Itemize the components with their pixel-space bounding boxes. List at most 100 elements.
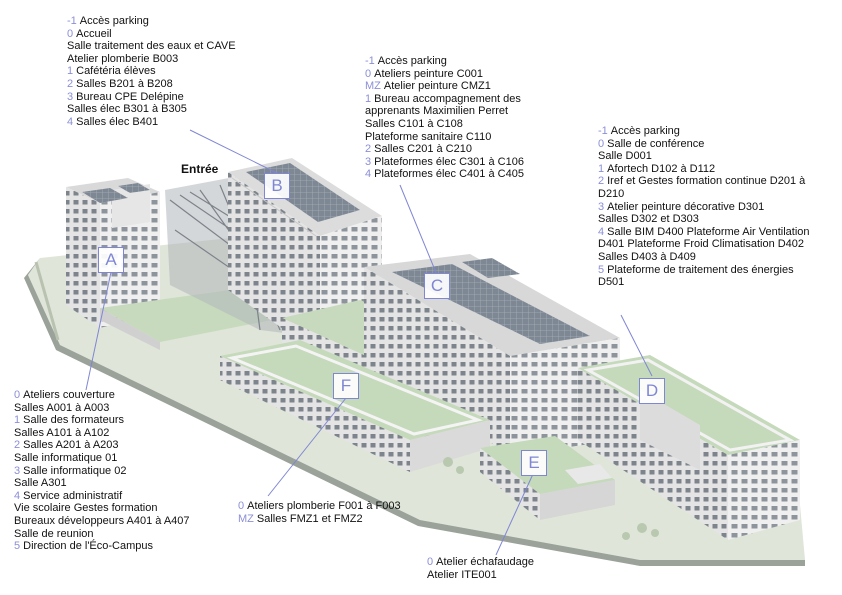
room-text: Bureau CPE Delépine bbox=[76, 90, 184, 103]
legend-line: Atelier ITE001 bbox=[427, 569, 534, 582]
room-text: Afortech D102 à D112 bbox=[607, 162, 716, 175]
room-text: Atelier plomberie B003 bbox=[67, 52, 179, 65]
floor-level: 0 bbox=[598, 137, 605, 150]
leader-lines bbox=[85, 129, 653, 556]
room-text: Atelier peinture CMZ1 bbox=[383, 80, 491, 93]
marker-d: D bbox=[639, 378, 665, 404]
legend-line: Salle de reunion bbox=[14, 528, 190, 541]
room-text: Service administratif bbox=[23, 489, 123, 502]
floor-level: 1 bbox=[14, 414, 21, 427]
floor-level: -1 bbox=[598, 125, 608, 137]
legend-line: Atelier plomberie B003 bbox=[67, 53, 236, 66]
room-text: Atelier peinture décorative D301 bbox=[607, 200, 765, 213]
room-text: Accueil bbox=[76, 27, 112, 40]
legend-line: Salle informatique 01 bbox=[14, 452, 190, 465]
floor-level: 0 bbox=[427, 556, 434, 568]
room-text: Plateformes élec C401 à C405 bbox=[374, 168, 524, 181]
room-text: Salle des formateurs bbox=[23, 414, 125, 427]
room-text: Accès parking bbox=[610, 125, 680, 137]
floor-level: 1 bbox=[598, 162, 605, 175]
room-text: Salle BIM D400 Plateforme Air Ventilatio… bbox=[607, 225, 810, 238]
floor-level: 4 bbox=[365, 168, 372, 181]
floor-level: 2 bbox=[598, 175, 605, 188]
floor-level: 2 bbox=[67, 77, 74, 90]
room-text: Salles C201 à C210 bbox=[374, 143, 472, 156]
legend-line: apprenants Maximilien Perret bbox=[365, 105, 524, 118]
floor-level: 1 bbox=[67, 65, 74, 78]
floor-level: 1 bbox=[365, 92, 372, 105]
floor-level: MZ bbox=[238, 512, 254, 525]
room-text: Accès parking bbox=[377, 55, 447, 67]
floor-level: 0 bbox=[238, 500, 245, 512]
room-text: Plateforme de traitement des énergies D5… bbox=[598, 263, 794, 289]
room-text: Iref et Gestes formation continue D201 à… bbox=[598, 175, 806, 200]
room-text: Salles élec B301 à B305 bbox=[67, 103, 187, 116]
legend-line: Salles D403 à D409 bbox=[598, 251, 813, 264]
legend-line: Salles D302 et D303 bbox=[598, 213, 813, 226]
room-text: Plateformes élec C301 à C106 bbox=[374, 155, 524, 168]
floor-level: 0 bbox=[67, 27, 74, 40]
room-text: Direction de l'Éco-Campus bbox=[23, 540, 153, 553]
room-text: Salles A201 à A203 bbox=[23, 439, 119, 452]
room-text: Salles B201 à B208 bbox=[76, 77, 173, 90]
floor-level: -1 bbox=[67, 15, 77, 27]
room-text: Salle informatique 02 bbox=[23, 464, 127, 477]
floor-level: 3 bbox=[14, 464, 21, 477]
floor-level: 3 bbox=[67, 90, 74, 103]
building-a bbox=[66, 178, 282, 350]
marker-c: C bbox=[424, 273, 450, 299]
room-text: Salle de conférence bbox=[607, 137, 705, 150]
building-d bbox=[578, 355, 800, 540]
legend-line: Salles C101 à C108 bbox=[365, 118, 524, 131]
floor-level: 3 bbox=[598, 200, 605, 213]
floor-level: 3 bbox=[365, 155, 372, 168]
room-text: Accès parking bbox=[79, 15, 149, 27]
legend-line: Salles A001 à A003 bbox=[14, 402, 190, 415]
legend-line: Salle A301 bbox=[14, 477, 190, 490]
room-text: Vie scolaire Gestes formation bbox=[14, 502, 158, 515]
entrance-label: Entrée bbox=[181, 162, 219, 176]
room-text: Cafétéria élèves bbox=[76, 65, 156, 78]
floor-level: 2 bbox=[14, 439, 21, 452]
legend-line: Salles A101 à A102 bbox=[14, 427, 190, 440]
marker-e: E bbox=[521, 450, 547, 476]
legend-line: Bureaux développeurs A401 à A407 bbox=[14, 515, 190, 528]
room-text: apprenants Maximilien Perret bbox=[365, 105, 509, 118]
room-text: D401 Plateforme Froid Climatisation D402 bbox=[598, 238, 805, 251]
room-text: Bureaux développeurs A401 à A407 bbox=[14, 514, 190, 527]
room-text: Salles A101 à A102 bbox=[14, 426, 110, 439]
room-text: Ateliers couverture bbox=[23, 389, 115, 401]
marker-b: B bbox=[264, 173, 290, 199]
legend-line: Salle traitement des eaux et CAVE bbox=[67, 40, 236, 53]
marker-a: A bbox=[98, 247, 124, 273]
room-text: Salles C101 à C108 bbox=[365, 117, 463, 130]
floor-level: 5 bbox=[14, 540, 21, 553]
floor-level: 4 bbox=[67, 115, 74, 128]
room-text: Salles D302 et D303 bbox=[598, 213, 699, 226]
